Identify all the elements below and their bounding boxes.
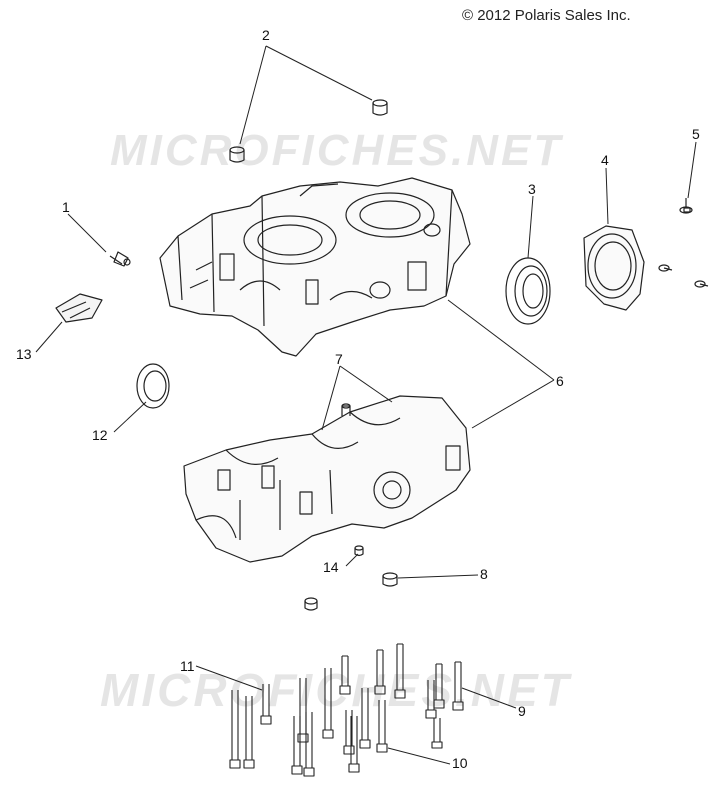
upper-crankcase (159, 177, 471, 357)
bolt-set (229, 643, 464, 777)
leader-lines (35, 45, 697, 765)
callout-6: 6 (556, 373, 564, 389)
watermark-bottom: MICROFICHES.NET (100, 664, 572, 716)
part-2-dowels (229, 99, 388, 163)
lower-crankcase (183, 395, 471, 563)
part-4-cover (583, 225, 645, 311)
part-12-seal (136, 363, 170, 409)
part-8-dowels (304, 572, 398, 611)
part-3-seal (505, 257, 551, 325)
callout-8: 8 (480, 566, 488, 582)
callout-14: 14 (323, 559, 339, 575)
part-5-screws (658, 198, 709, 288)
watermark-top: MICROFICHES.NET (110, 126, 564, 175)
part-13-sensor (55, 293, 103, 323)
callout-12: 12 (92, 427, 108, 443)
callout-1: 1 (62, 199, 70, 215)
callout-4: 4 (601, 152, 609, 168)
part-14-pin (354, 545, 364, 557)
callout-13: 13 (16, 346, 32, 362)
part-1-fitting (109, 251, 131, 267)
callout-2: 2 (262, 27, 270, 43)
callout-11: 11 (180, 658, 195, 674)
callout-3: 3 (528, 181, 536, 197)
callout-9: 9 (518, 703, 526, 719)
copyright-notice: © 2012 Polaris Sales Inc. (462, 7, 631, 24)
callout-7: 7 (335, 351, 343, 367)
callout-10: 10 (452, 755, 468, 771)
callout-5: 5 (692, 126, 700, 142)
